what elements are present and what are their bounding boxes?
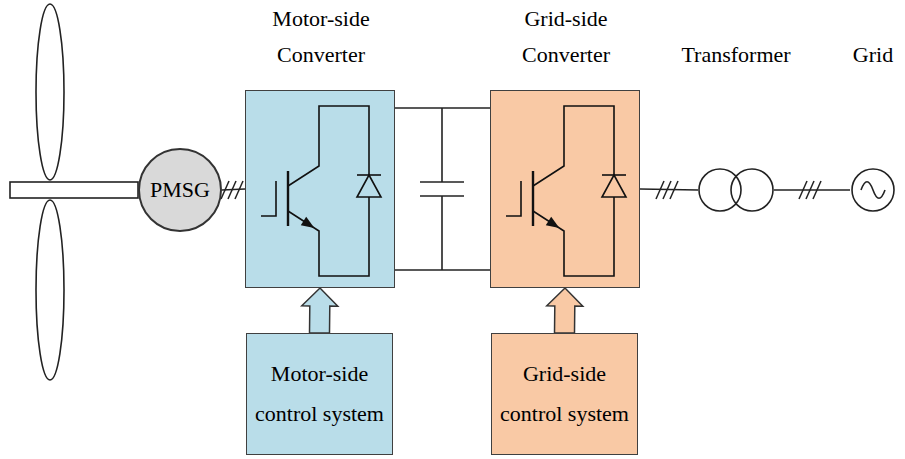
ac-source-symbol: [850, 168, 896, 212]
heading-label: Motor-side Converter: [236, 1, 406, 73]
wire: [395, 107, 490, 109]
box-label: Motor-side control system: [247, 354, 392, 434]
box-label: PMSG: [140, 170, 220, 210]
transformer-coils: [698, 168, 774, 212]
heading-label: Grid: [833, 37, 905, 73]
heading-label: Grid-side Converter: [481, 1, 651, 73]
grid-source: Grid: [850, 168, 896, 212]
generator-circle: PMSG: [138, 148, 222, 232]
igbt-diode-symbol: [246, 91, 396, 289]
box-label: Grid-side control system: [492, 354, 637, 434]
wire: [640, 189, 698, 190]
blade: [36, 200, 64, 380]
transformer-symbol: Transformer: [698, 168, 774, 212]
block-arrow: [547, 288, 583, 333]
heading-label: Transformer: [656, 37, 816, 73]
converter-box: Grid-side Converter: [490, 90, 640, 288]
dc-link-capacitor: [395, 108, 490, 270]
converter-box: Motor-side Converter: [245, 90, 395, 288]
turbine-shaft: [10, 182, 138, 198]
wire: [222, 189, 245, 190]
block-arrow: [302, 288, 338, 333]
control-box: Motor-side control system: [246, 333, 393, 455]
igbt-diode-symbol: [491, 91, 641, 289]
blade: [36, 4, 64, 180]
control-box: Grid-side control system: [491, 333, 638, 455]
wire: [774, 189, 850, 191]
